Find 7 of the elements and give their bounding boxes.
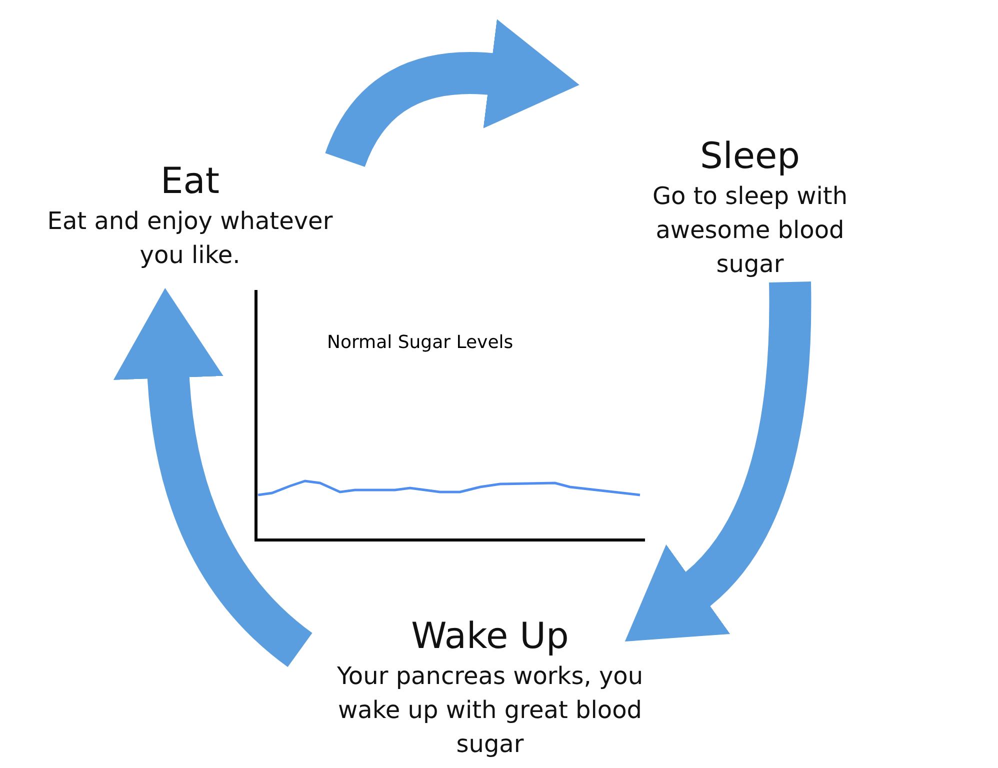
step-heading: Sleep	[698, 135, 801, 179]
chart-title: Normal Sugar Levels	[327, 332, 514, 353]
step-heading: Eat	[160, 160, 220, 204]
step-description: Eat and enjoy whatever you like.	[46, 206, 334, 271]
step-heading: Wake Up	[410, 615, 570, 659]
step-description: Your pancreas works, you wake up with great blood sugar	[336, 661, 644, 760]
step-description: Go to sleep with awesome blood sugar	[651, 181, 849, 280]
